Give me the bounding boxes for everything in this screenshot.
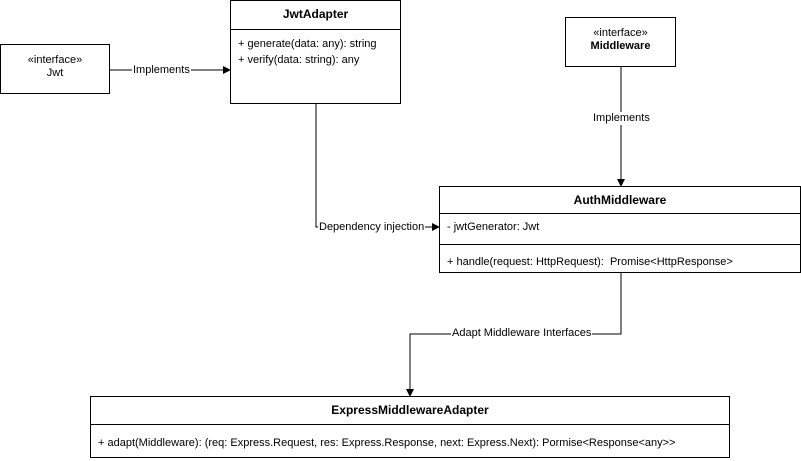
auth-middleware-method: + handle(request: HttpRequest): Promise<… (447, 256, 733, 268)
jwt-adapter-divider (231, 29, 400, 30)
jwt-adapter-method: + generate(data: any): string (238, 38, 377, 50)
auth-middleware-title: AuthMiddleware (573, 193, 667, 207)
edge-label-adapt-interfaces: Adapt Middleware Interfaces (451, 327, 593, 340)
auth-middleware-class: AuthMiddleware - jwtGenerator: Jwt + han… (439, 186, 801, 273)
jwt-stereotype: «interface» (27, 54, 83, 66)
middleware-interface-box: «interface» Middleware (565, 17, 676, 67)
jwt-adapter-method: + verify(data: string): any (238, 54, 360, 66)
jwt-adapter-methods: + generate(data: any): string + verify(d… (231, 30, 400, 67)
jwt-name: Jwt (46, 67, 64, 79)
auth-middleware-divider (440, 244, 800, 245)
auth-middleware-divider (440, 213, 800, 214)
express-adapter-title: ExpressMiddlewareAdapter (331, 403, 489, 417)
edge-dependency-injection (315, 104, 440, 231)
auth-middleware-attribute: - jwtGenerator: Jwt (447, 221, 540, 233)
middleware-stereotype: «interface» (593, 27, 648, 39)
edge-label-jwt-implements: Implements (132, 64, 191, 77)
express-middleware-adapter-class: ExpressMiddlewareAdapter + adapt(Middlew… (90, 396, 730, 458)
edge-label-dependency-injection: Dependency injection (318, 221, 426, 234)
express-adapter-divider (91, 424, 729, 425)
edge-label-middleware-implements: Implements (592, 112, 651, 125)
middleware-name: Middleware (590, 40, 651, 52)
jwt-interface-box: «interface» Jwt (0, 44, 110, 94)
jwt-adapter-class: JwtAdapter + generate(data: any): string… (230, 0, 401, 104)
jwt-adapter-title: JwtAdapter (282, 7, 349, 21)
express-adapter-method: + adapt(Middleware): (req: Express.Reque… (98, 437, 676, 449)
